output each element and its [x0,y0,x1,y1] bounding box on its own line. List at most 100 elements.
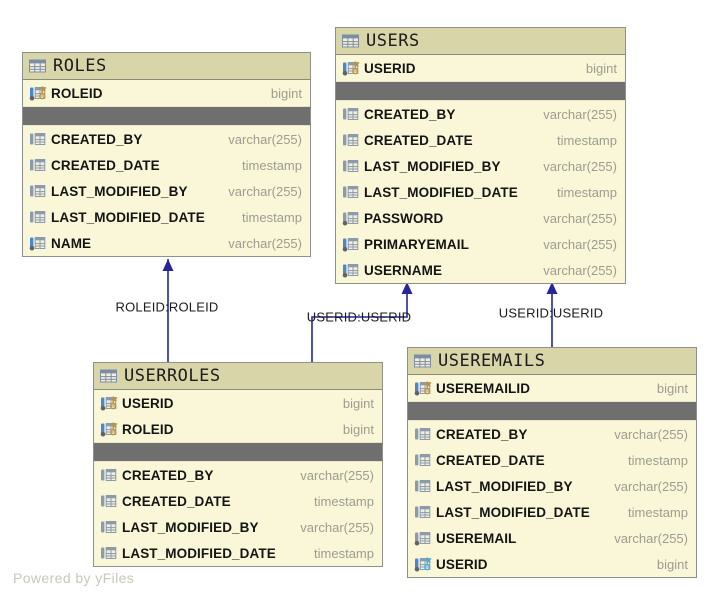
not-null-dot [342,220,348,226]
column-name: CREATED_DATE [364,132,473,148]
edge-label[interactable]: USERID:USERID [498,305,604,321]
table-icon [100,369,117,383]
column-icon [30,133,46,145]
edge-label[interactable]: USERID:USERID [306,309,412,325]
edge-line[interactable] [311,282,408,362]
column-icon-wrap [29,85,47,101]
column-type: varchar(255) [300,519,374,535]
column-icon [30,185,46,197]
column-icon [415,506,431,518]
not-null-dot [342,246,348,252]
not-null-dot [414,566,420,572]
column-type: timestamp [242,209,302,225]
column-row[interactable]: LAST_MODIFIED_DATE timestamp [94,540,382,566]
column-icon-wrap [29,235,47,251]
relationship-edge[interactable] [162,259,174,362]
relationship-edge[interactable] [311,282,413,362]
column-icon [415,480,431,492]
key-separator-bar [336,81,625,101]
column-row[interactable]: USERNAME varchar(255) [336,257,625,283]
column-type: timestamp [314,545,374,561]
column-name: CREATED_BY [122,467,214,483]
table-header[interactable]: ROLES [23,53,310,80]
table-header[interactable]: USEREMAILS [408,348,696,375]
not-null-dot [342,70,348,76]
column-icon-wrap [100,395,118,411]
column-type: varchar(255) [228,183,302,199]
table-header[interactable]: USERS [336,28,625,55]
primary-key-icon [342,61,360,76]
column-name: LAST_MODIFIED_BY [122,519,259,535]
column-name: USERNAME [364,262,443,278]
column-icon [101,547,117,559]
table-name: ROLES [53,56,107,76]
edge-arrowhead [401,282,413,294]
column-icon [343,108,359,120]
column-type: varchar(255) [614,478,688,494]
relationship-edge[interactable] [546,282,558,347]
column-type: varchar(255) [543,236,617,252]
column-type: varchar(255) [228,235,302,251]
column-type: bigint [342,421,374,437]
column-icon-wrap [342,132,360,148]
not-null-dot [100,431,106,437]
column-name: CREATED_BY [51,131,143,147]
column-type: varchar(255) [543,262,617,278]
column-type: varchar(255) [614,426,688,442]
primary-key-icon [29,86,47,101]
column-name: LAST_MODIFIED_DATE [436,504,590,520]
column-row[interactable]: LAST_MODIFIED_BY varchar(255) [94,514,382,540]
column-row[interactable]: CREATED_BY varchar(255) [336,101,625,127]
column-icon [30,159,46,171]
column-type: bigint [270,85,302,101]
column-icon-wrap [414,530,432,546]
column-icon [343,160,359,172]
column-row[interactable]: NAME varchar(255) [23,230,310,256]
edge-label[interactable]: ROLEID:ROLEID [115,299,219,315]
column-type: varchar(255) [300,467,374,483]
column-name: LAST_MODIFIED_BY [51,183,188,199]
table-icon [342,34,359,48]
table-header[interactable]: USERROLES [94,363,382,390]
column-row[interactable]: LAST_MODIFIED_BY varchar(255) [23,178,310,204]
column-icon-wrap [342,60,360,76]
column-row[interactable]: USERID bigint [408,551,696,577]
column-row[interactable]: CREATED_BY varchar(255) [94,462,382,488]
column-name: NAME [51,235,92,251]
foreign-key-icon [414,557,432,572]
column-icon-wrap [29,157,47,173]
column-name: LAST_MODIFIED_DATE [122,545,276,561]
column-name: CREATED_BY [364,106,456,122]
column-type: varchar(255) [543,106,617,122]
key-separator-bar [23,106,310,126]
column-type: bigint [656,556,688,572]
column-name: USERID [436,556,488,572]
column-name: USEREMAIL [436,530,517,546]
table-name: USERROLES [124,366,221,386]
